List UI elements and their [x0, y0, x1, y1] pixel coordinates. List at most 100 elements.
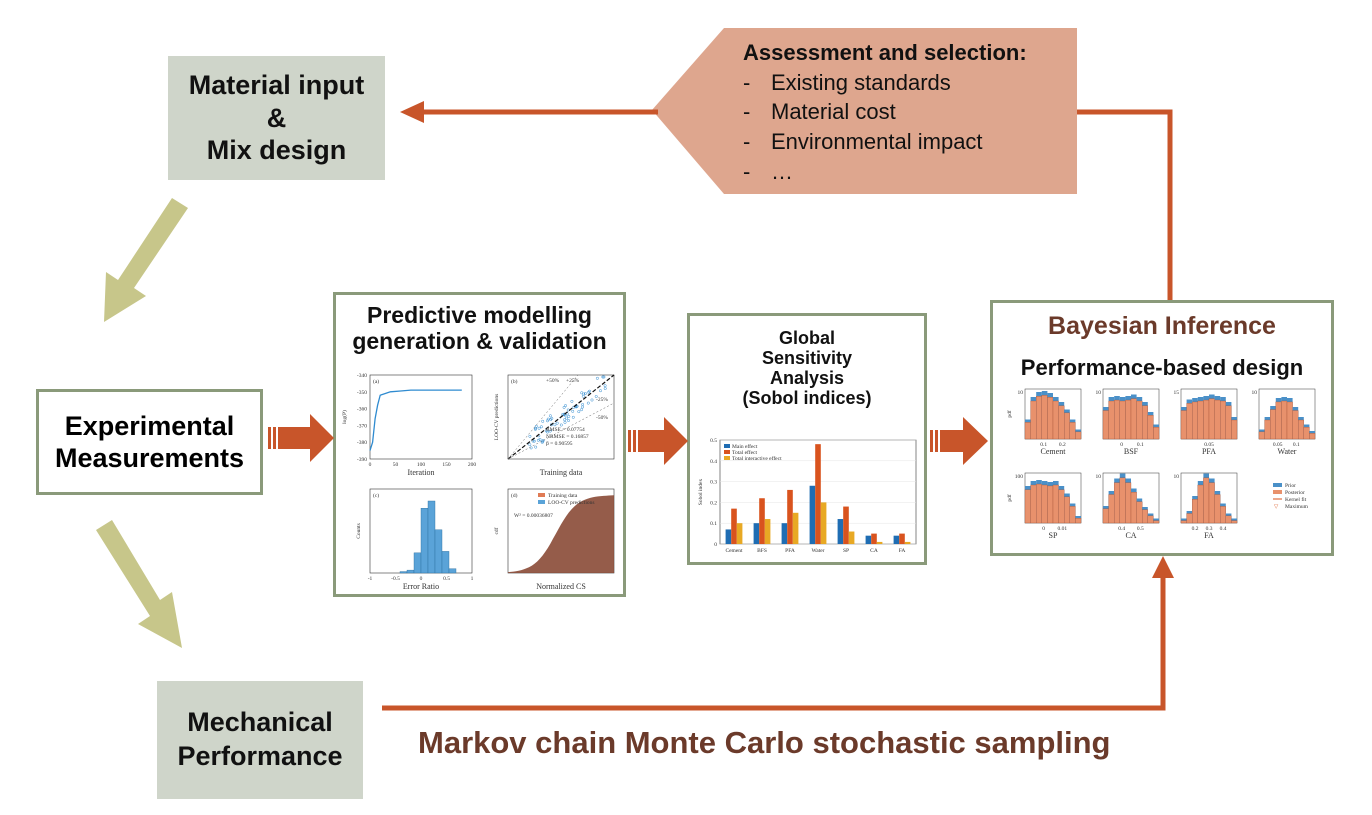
plot-b: (b) +50% +25% -25% -50% RMSE = 0.07754 N… [494, 374, 615, 477]
y-max-label: 10 [1252, 390, 1258, 396]
scatter-point [603, 384, 607, 388]
sobol-bar [731, 508, 737, 544]
posterior-bar [1052, 400, 1059, 440]
posterior-bar [1058, 405, 1065, 440]
scatter-point [534, 445, 538, 449]
posterior-bar [1214, 494, 1221, 524]
x-tick-label: 0.05 [1204, 442, 1214, 448]
posterior-bar [1208, 398, 1215, 440]
sobol-bar [899, 533, 905, 544]
x-tick-label: 0.2 [1192, 526, 1199, 532]
x-tick-label: 0.5 [1137, 526, 1144, 532]
scatter-point [538, 437, 542, 441]
x-tick-label: 150 [442, 462, 451, 468]
scatter-point [570, 399, 574, 403]
scatter-point [565, 416, 569, 420]
x-tick-label: FA [899, 548, 906, 554]
assessment-text: Assessment and selection: -Existing stan… [743, 38, 1073, 186]
svg-text:NRMSE = 0.16857: NRMSE = 0.16857 [546, 434, 589, 440]
scatter-point [548, 429, 552, 433]
sobol-bar [809, 485, 816, 544]
svg-text:Main effect: Main effect [732, 443, 758, 450]
bayesian-subtitle: Performance-based design [1020, 355, 1304, 380]
x-tick-label: 200 [468, 462, 477, 468]
y-tick-label: 0.3 [710, 480, 717, 486]
scatter-point [590, 398, 594, 402]
scatter-point [577, 410, 581, 414]
x-tick-label: 0.1 [1040, 442, 1047, 448]
assessment-item: -Environmental impact [743, 129, 983, 155]
x-tick-label: 0.5 [443, 576, 450, 582]
assessment-item: -… [743, 158, 793, 184]
svg-text:Prior: Prior [1285, 483, 1296, 489]
scatter-point [571, 409, 575, 413]
posterior-bar [1147, 415, 1154, 440]
scatter-point [546, 430, 549, 434]
hist-bar [448, 568, 457, 574]
y-tick-label: 0.2 [710, 500, 717, 506]
posterior-bar [1069, 422, 1076, 440]
posterior-xlabel: FA [1204, 531, 1214, 540]
arrow-sensitivity-to-bayesian [930, 417, 988, 465]
material-input-line-3: Mix design [206, 135, 347, 166]
posterior-bar [1292, 410, 1299, 440]
sobol-bar [876, 541, 883, 544]
y-tick-label: -370 [357, 423, 367, 429]
svg-text:+25%: +25% [566, 378, 580, 384]
x-tick-label: -1 [368, 576, 373, 582]
posterior-bar [1030, 484, 1037, 524]
posterior-xlabel: SP [1049, 531, 1058, 540]
scatter-point [580, 391, 584, 395]
posterior-bar [1281, 400, 1288, 440]
posterior-bar [1036, 483, 1042, 524]
arrow-predictive-to-sensitivity [628, 417, 688, 465]
svg-text:▽: ▽ [1274, 504, 1279, 510]
y-tick-label: 0.5 [710, 438, 717, 444]
x-tick-label: 1 [471, 576, 474, 582]
posterior-bar [1030, 400, 1037, 440]
posterior-xlabel: PFA [1202, 447, 1216, 456]
hist-bar [441, 551, 450, 574]
scatter-point [595, 376, 599, 380]
posterior-bar [1024, 422, 1031, 440]
sobol-bar [753, 523, 760, 544]
x-tick-label: 0.4 [1118, 526, 1125, 532]
posterior-panel: 10 0.4 0.5CA [1096, 472, 1160, 540]
scatter-point [586, 401, 590, 405]
posterior-bar [1197, 400, 1204, 440]
x-tick-label: 100 [417, 462, 426, 468]
hist-bar [420, 508, 429, 574]
scatter-point [546, 419, 549, 423]
scatter-point [587, 390, 591, 394]
x-tick-label: 0.01 [1058, 526, 1068, 532]
scatter-point [594, 395, 598, 398]
scatter-point [555, 421, 559, 425]
scatter-point [559, 423, 563, 427]
posterior-bar [1036, 396, 1042, 440]
assessment-item: -Material cost [743, 99, 896, 125]
posterior-bar [1180, 410, 1187, 440]
svg-text:Total effect: Total effect [732, 449, 757, 456]
assessment-title: Assessment and selection: [743, 40, 1027, 65]
posterior-bar [1108, 494, 1115, 524]
posterior-xlabel: CA [1125, 531, 1136, 540]
posterior-bar [1225, 515, 1232, 524]
posterior-bar [1192, 499, 1198, 524]
scatter-point [529, 446, 533, 450]
posterior-bar [1192, 401, 1198, 440]
posterior-bar [1125, 482, 1132, 524]
x-tick-label: PFA [785, 548, 795, 554]
y-tick-label: -390 [357, 457, 367, 463]
sobol-bar [815, 444, 821, 544]
svg-text:Total interactive effect: Total interactive effect [732, 455, 782, 462]
pdf-label: pdf [1006, 494, 1013, 502]
sensitivity-panel: Global Sensitivity Analysis (Sobol indic… [687, 313, 927, 565]
scatter-point [564, 404, 567, 408]
experimental-line-1: Experimental [64, 410, 235, 441]
arrow-bayes-to-assessment [1077, 109, 1173, 300]
y-max-label: 10 [1096, 474, 1102, 480]
